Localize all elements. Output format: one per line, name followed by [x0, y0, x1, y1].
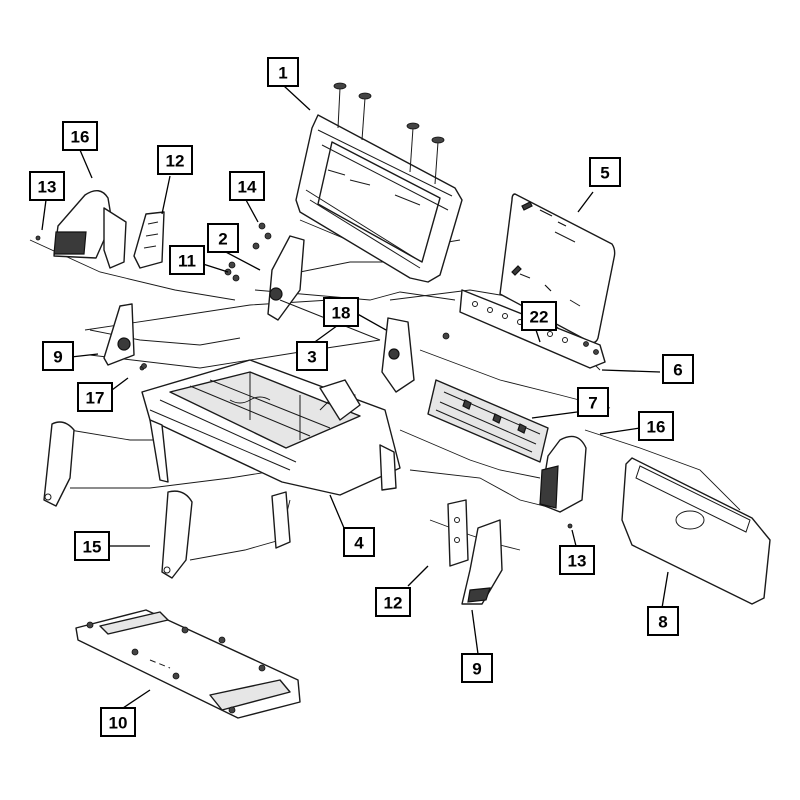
callout-12-top-label: 12 [166, 152, 185, 171]
callout-13-right: 13 [559, 545, 595, 575]
callout-1: 1 [267, 57, 299, 87]
callout-22: 22 [521, 301, 557, 331]
part-3-riser [319, 379, 361, 421]
part-18-pivot-bracket [381, 317, 450, 393]
callout-14: 14 [229, 171, 265, 201]
callout-4-label: 4 [354, 534, 364, 553]
callout-7: 7 [577, 387, 609, 417]
part-4-seat-frame [141, 359, 401, 496]
part-12-bottom-cover [447, 499, 469, 567]
headrest-guide-posts [333, 82, 445, 185]
callout-6: 6 [662, 354, 694, 384]
part-12-left-cover [133, 211, 165, 269]
callout-13-right-label: 13 [568, 552, 587, 571]
part-13-left-screw [35, 235, 41, 241]
callout-2: 2 [207, 223, 239, 253]
part-8-closeout-panel [621, 457, 771, 605]
callout-10: 10 [100, 707, 136, 737]
callout-11-label: 11 [178, 252, 196, 271]
callout-11: 11 [169, 245, 205, 275]
callout-9-left: 9 [42, 341, 74, 371]
callout-8-label: 8 [658, 613, 667, 632]
part-17-screw [141, 363, 147, 369]
part-7-seat-cushion-tray [427, 379, 549, 463]
callout-16-right: 16 [638, 411, 674, 441]
callout-16-top-label: 16 [71, 128, 90, 147]
callout-14-label: 14 [238, 178, 257, 197]
callout-9-left-label: 9 [53, 348, 62, 367]
callout-18-label: 18 [332, 304, 351, 323]
part-10-floor-mat [75, 609, 301, 719]
callout-1-label: 1 [278, 64, 287, 83]
callout-3: 3 [296, 341, 328, 371]
part-9-bottom-hinge-cover [461, 519, 503, 605]
callout-9-bottom: 9 [461, 653, 493, 683]
callout-12-bottom-label: 12 [384, 594, 403, 613]
callout-5: 5 [589, 157, 621, 187]
part-9-left-hinge-cover [103, 303, 145, 371]
callout-18: 18 [323, 297, 359, 327]
callout-22-label: 22 [530, 308, 549, 327]
part-15-leg-covers [43, 421, 193, 579]
callout-7-label: 7 [588, 394, 597, 413]
callout-13-top-label: 13 [38, 178, 57, 197]
part-16-right-side-shield [539, 435, 587, 513]
part-2-recliner [267, 235, 381, 341]
callout-4: 4 [343, 527, 375, 557]
callout-12-top: 12 [157, 145, 193, 175]
callout-10-label: 10 [109, 714, 128, 733]
part-1-seat-back-frame [295, 82, 463, 283]
callout-17-label: 17 [86, 389, 105, 408]
callout-9-bottom-label: 9 [472, 660, 481, 679]
callout-5-label: 5 [600, 164, 609, 183]
callout-17: 17 [77, 382, 113, 412]
callout-6-label: 6 [673, 361, 682, 380]
callout-15: 15 [74, 531, 110, 561]
callout-13-top: 13 [29, 171, 65, 201]
callout-12-bottom: 12 [375, 587, 411, 617]
part-13-right-screw [567, 523, 573, 529]
callout-3-label: 3 [307, 348, 316, 367]
callout-15-label: 15 [83, 538, 102, 557]
part-16-left-side-shield [53, 190, 127, 269]
part-14-fastener [252, 222, 272, 250]
rear-legs [271, 491, 291, 549]
callout-8: 8 [647, 606, 679, 636]
callout-16-top: 16 [62, 121, 98, 151]
callout-16-right-label: 16 [647, 418, 666, 437]
callout-2-label: 2 [218, 230, 227, 249]
